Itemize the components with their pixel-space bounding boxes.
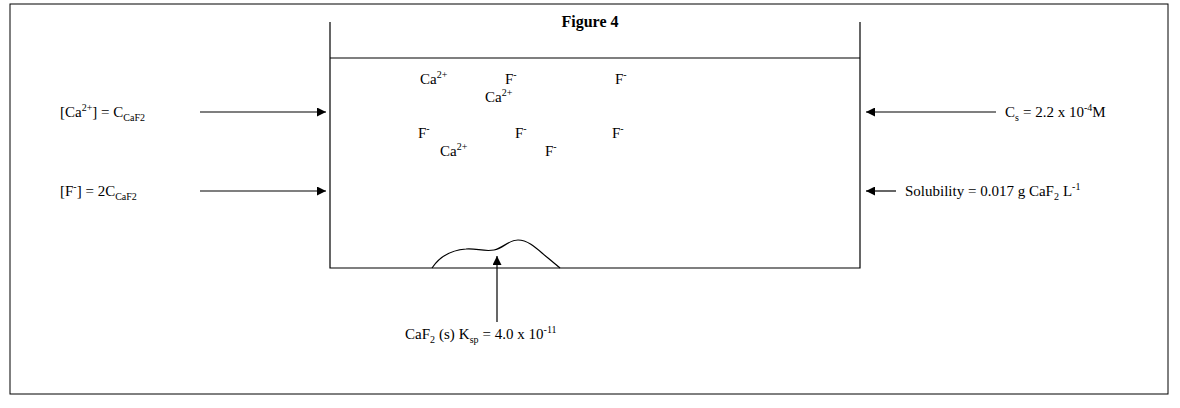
superscript-text: - — [623, 66, 626, 84]
superscript-text: 2+ — [502, 84, 513, 102]
subscript-text: CaF2 — [115, 188, 137, 206]
concentration-label: [F-] = 2CCaF2 — [60, 182, 137, 202]
label-text: C — [1005, 103, 1015, 121]
superscript-text: 2+ — [82, 99, 93, 117]
label-text: [Ca — [60, 103, 82, 121]
label-text: ] = 2C — [77, 182, 115, 200]
label-text: K — [459, 325, 470, 343]
label-text: L — [1063, 182, 1072, 200]
label-text: F — [418, 124, 426, 142]
ion-label: F- — [612, 124, 624, 144]
ion-label: Ca2+ — [485, 88, 512, 108]
ion-label: F- — [615, 70, 627, 90]
label-text: = 4.0 x 10 — [483, 325, 544, 343]
superscript-text: - — [73, 178, 76, 196]
label-text: Ca — [440, 142, 457, 160]
ion-label: Ca2+ — [440, 142, 467, 162]
beaker-outline — [330, 22, 860, 268]
concentration-label: [Ca2+] = CCaF2 — [60, 103, 145, 123]
superscript-text: - — [523, 120, 526, 138]
ion-label: F- — [545, 142, 557, 162]
superscript-text: - — [553, 138, 556, 156]
solid-precipitate — [432, 240, 560, 268]
label-text: F — [612, 124, 620, 142]
subscript-text: 2 — [430, 331, 435, 349]
subscript-text: 2 — [1054, 188, 1059, 206]
label-text: Ca — [485, 88, 502, 106]
superscript-text: - — [620, 120, 623, 138]
superscript-text: - — [513, 66, 516, 84]
label-text: ] = C — [92, 103, 123, 121]
superscript-text: -1 — [1072, 178, 1080, 196]
label-text: F — [515, 124, 523, 142]
label-text: = 2.2 x 10 — [1023, 103, 1084, 121]
leader-arrow — [866, 111, 996, 112]
label-text: F — [505, 70, 513, 88]
subscript-text: sp — [470, 331, 479, 349]
superscript-text: 2+ — [437, 66, 448, 84]
label-text: Solubility = 0.017 g CaF — [905, 182, 1054, 200]
figure-title: Figure 4 — [0, 12, 1180, 32]
label-text: M — [1092, 103, 1105, 121]
ion-label: F- — [418, 124, 430, 144]
solubility-label: Cs= 2.2 x 10-4M — [1005, 103, 1106, 123]
figure-frame — [10, 4, 1168, 394]
label-text: Ca — [420, 70, 437, 88]
superscript-text: -11 — [544, 321, 557, 339]
ksp-label: CaF2(s)Ksp= 4.0 x 10-11 — [405, 325, 557, 345]
superscript-text: - — [426, 120, 429, 138]
label-text: CaF — [405, 325, 430, 343]
label-text: F — [615, 70, 623, 88]
label-text: F — [545, 142, 553, 160]
label-text: [F — [60, 182, 73, 200]
subscript-text: s — [1015, 109, 1019, 127]
subscript-text: CaF2 — [123, 109, 145, 127]
superscript-text: 2+ — [457, 138, 468, 156]
leader-arrow — [200, 190, 326, 191]
solubility-label: Solubility = 0.017 g CaF2L-1 — [905, 182, 1080, 202]
leader-arrow — [200, 111, 326, 112]
solution-surface — [330, 57, 860, 58]
leader-arrow — [866, 190, 896, 191]
superscript-text: -4 — [1084, 99, 1092, 117]
leader-arrow — [496, 256, 497, 322]
ion-label: Ca2+ — [420, 70, 447, 90]
label-text: (s) — [439, 325, 455, 343]
ion-label: F- — [515, 124, 527, 144]
